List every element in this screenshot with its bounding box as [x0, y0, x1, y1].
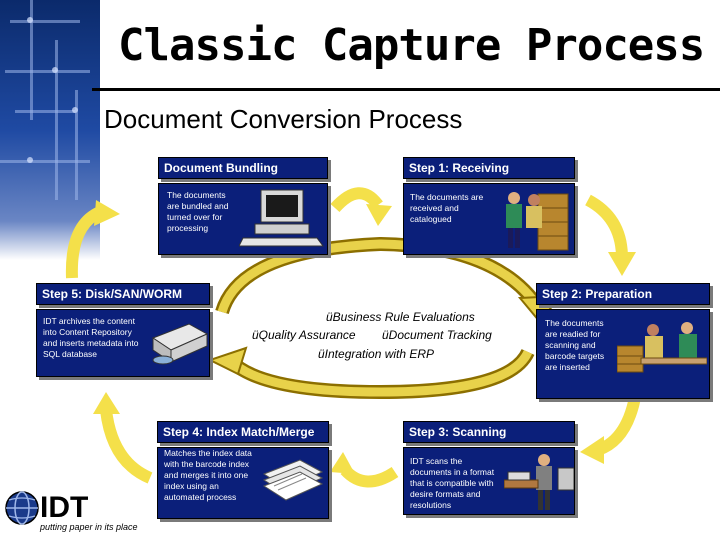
- workers-at-table-icon: [617, 322, 707, 373]
- card-heading: Step 4: Index Match/Merge: [157, 421, 329, 443]
- arrow-bundling-to-receiving: [330, 187, 383, 213]
- paper-stack-icon: [262, 459, 324, 501]
- page-title: Classic Capture Process: [118, 20, 705, 71]
- card-document-bundling: Document Bundling The documents are bund…: [158, 157, 328, 255]
- center-quality-assurance: üQuality Assurance: [252, 328, 356, 342]
- idt-globe-logo: [5, 491, 39, 525]
- card-description: The documents are bundled and turned ove…: [167, 190, 229, 233]
- card-description: The documents are readied for scanning a…: [545, 318, 605, 372]
- circuit-board-image: [0, 0, 100, 260]
- card-heading: Step 3: Scanning: [403, 421, 575, 443]
- idt-tagline: putting paper in its place: [40, 522, 138, 532]
- center-document-tracking: üDocument Tracking: [382, 328, 492, 342]
- arrow-head: [366, 204, 392, 226]
- card-description: Matches the index data with the barcode …: [164, 448, 252, 502]
- card-step-4-index-merge: Step 4: Index Match/Merge Matches the in…: [157, 421, 329, 519]
- card-description: The documents are received and catalogue…: [410, 192, 484, 224]
- card-description: IDT scans the documents in a format that…: [410, 456, 495, 510]
- title-divider: [92, 88, 720, 91]
- card-heading: Document Bundling: [158, 157, 328, 179]
- card-step-2-preparation: Step 2: Preparation The documents are re…: [536, 283, 710, 399]
- card-heading: Step 1: Receiving: [403, 157, 575, 179]
- workers-with-boxes-icon: [506, 192, 569, 251]
- disk-drive-icon: [151, 323, 209, 365]
- idt-logo-text: IDT: [40, 491, 89, 524]
- arrow-indexmerge-to-disk: [100, 409, 153, 484]
- card-step-1-receiving: Step 1: Receiving The documents are rece…: [403, 157, 575, 255]
- arrow-head: [580, 436, 604, 464]
- card-description: IDT archives the content into Content Re…: [43, 316, 139, 359]
- card-step-3-scanning: Step 3: Scanning IDT scans the documents…: [403, 421, 575, 515]
- computer-icon: [239, 189, 324, 247]
- card-step-5-disk: Step 5: Disk/SAN/WORM IDT archives the c…: [36, 283, 210, 377]
- center-erp-integration: üIntegration with ERP: [318, 347, 435, 361]
- arrow-to-bundling: [65, 206, 103, 279]
- arrow-head: [608, 252, 636, 276]
- arrow-head: [94, 200, 120, 226]
- card-heading: Step 2: Preparation: [536, 283, 710, 305]
- arrow-receiving-to-preparation: [584, 194, 628, 259]
- arrow-head: [330, 452, 355, 474]
- scanner-operator-icon: [504, 454, 574, 510]
- page-subtitle: Document Conversion Process: [104, 104, 463, 134]
- card-heading: Step 5: Disk/SAN/WORM: [36, 283, 210, 305]
- ring-arrowhead-bottom: [207, 346, 248, 376]
- center-business-rules: üBusiness Rule Evaluations: [326, 310, 475, 324]
- arrow-head: [93, 392, 120, 414]
